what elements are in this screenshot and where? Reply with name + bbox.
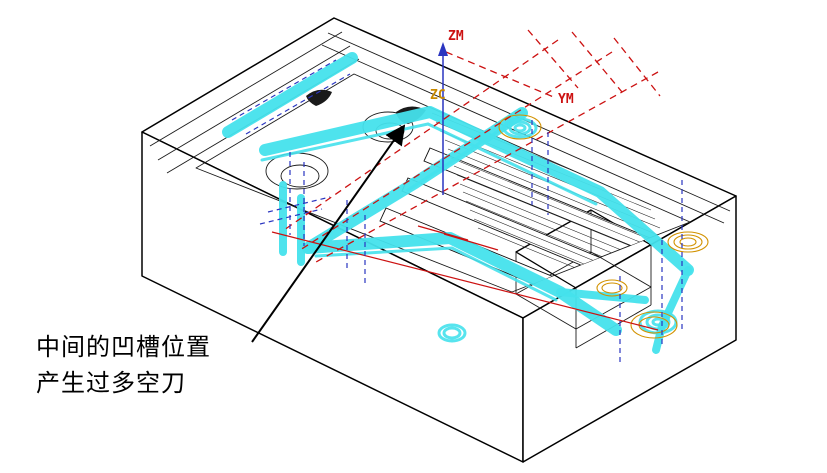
annotation-line2: 产生过多空刀 [36,371,186,397]
callout-arrow [251,124,406,343]
plunge-retract-moves [231,42,683,362]
axis-label-zm: ZM [448,29,464,44]
annotation-line1: 中间的凹槽位置 [36,335,211,361]
rapid-moves [271,29,661,331]
annotation-note: 中间的凹槽位置 产生过多空刀 [36,330,211,402]
slot-opening-left [306,89,332,106]
axis-label-ym: YM [558,92,574,107]
toolpath-highlight [222,52,694,354]
axis-label-zc: ZC [430,88,446,103]
z-axis-arrowhead [438,42,448,56]
